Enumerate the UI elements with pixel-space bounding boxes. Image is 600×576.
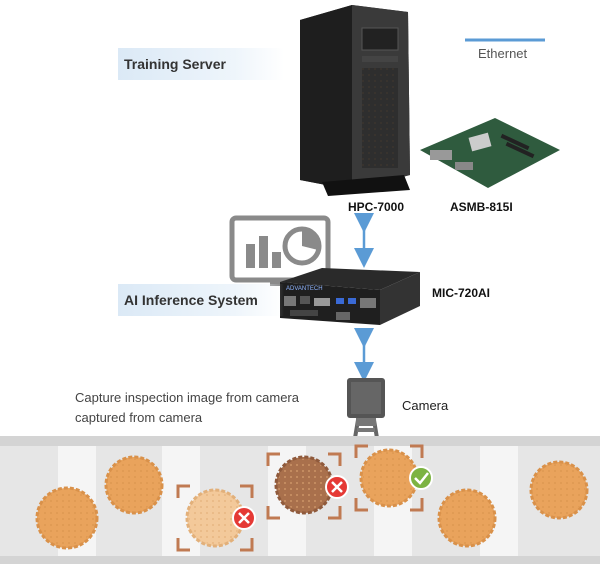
asmb-label: ASMB-815I — [450, 200, 513, 214]
reject-x-icon — [325, 475, 349, 499]
ai-inference-label: AI Inference System — [118, 284, 284, 316]
asmb-815i-motherboard-image — [420, 118, 560, 188]
hpc-7000-server-image — [300, 5, 410, 196]
hpc-label: HPC-7000 — [348, 200, 405, 214]
mic-720ai-device-image — [280, 268, 420, 325]
capture-caption-line2: captured from camera — [75, 410, 203, 425]
ethernet-legend-label: Ethernet — [478, 46, 528, 61]
mic-brand-text: ADVANTECH — [286, 286, 323, 292]
mic-label: MIC-720AI — [432, 286, 491, 300]
camera-device — [347, 378, 385, 445]
cookies — [35, 448, 589, 550]
capture-caption-line1: Capture inspection image from camera — [75, 390, 299, 405]
detection-frames — [176, 444, 424, 552]
training-server-label: Training Server — [118, 48, 284, 80]
accept-check-icon — [409, 466, 433, 490]
reject-x-icon — [232, 506, 256, 530]
camera-label: Camera — [402, 398, 449, 413]
